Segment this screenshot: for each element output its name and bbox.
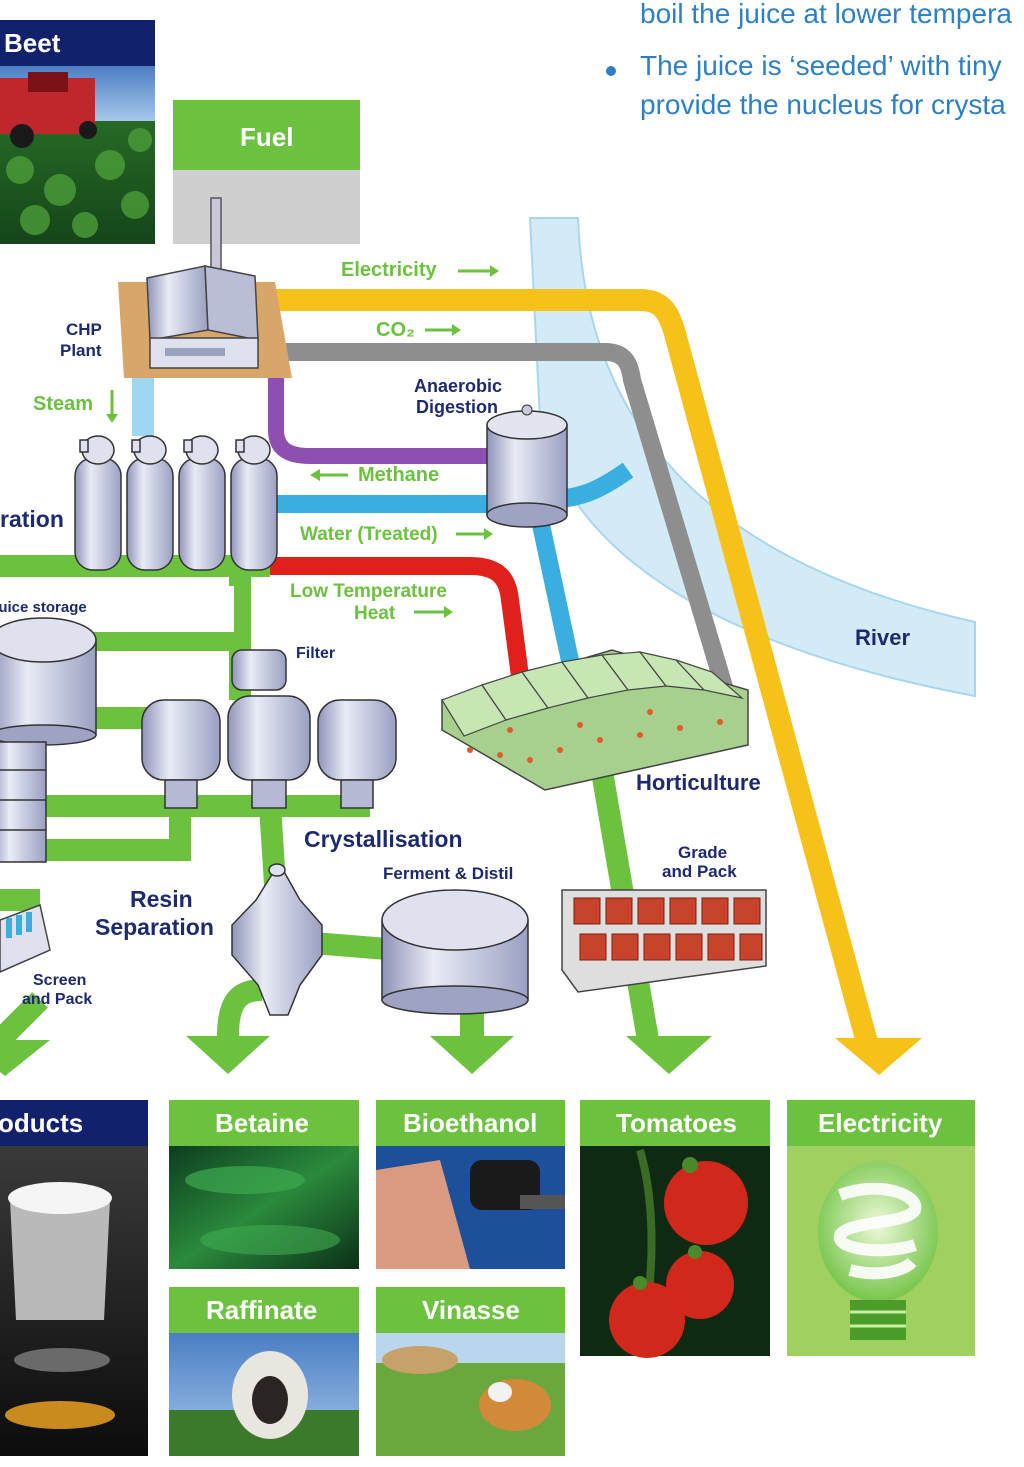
bioethanol-title: Bioethanol <box>403 1108 537 1138</box>
vinasse-title: Vinasse <box>422 1295 520 1325</box>
light-bulb-icon <box>818 1162 938 1340</box>
raffinate-header <box>169 1287 359 1333</box>
water-treated-label: Water (Treated) <box>300 524 438 545</box>
bioethanol-header <box>376 1100 565 1146</box>
tomato-crate <box>561 889 767 993</box>
horticulture-label: Horticulture <box>636 770 761 795</box>
methane-flow <box>268 378 500 464</box>
sugar-jug-icon <box>5 1182 115 1429</box>
chp-label-line2: Plant <box>60 341 102 360</box>
arrow-bioethanol <box>430 1036 514 1074</box>
heat-flow <box>270 557 529 678</box>
fuel-body <box>173 170 360 244</box>
products-header <box>0 1100 148 1146</box>
raffinate-title: Raffinate <box>206 1295 317 1325</box>
screen-pack-label-line1: Screen <box>33 972 86 989</box>
low-temp-label-line2: Heat <box>354 603 396 624</box>
tomato-icon <box>609 1161 748 1358</box>
resin-separator <box>231 863 323 1016</box>
screen-pack-label-line2: and Pack <box>22 991 92 1008</box>
methane-label-arrow <box>310 469 320 481</box>
anaerobic-label-line2: Digestion <box>416 397 498 417</box>
electricity-title: Electricity <box>818 1108 943 1138</box>
river-label: River <box>855 625 910 650</box>
intro-line-1: boil the juice at lower tempera <box>640 0 1012 29</box>
electricity-arrow <box>835 1038 922 1075</box>
arrow-tomatoes <box>626 1036 712 1074</box>
water-label-arrow <box>484 528 493 540</box>
filter-label: Filter <box>296 645 335 662</box>
beet-header <box>0 20 155 66</box>
resin-separation-label-line2: Separation <box>95 914 214 940</box>
evaporation-label: ration <box>0 506 64 532</box>
beet-title: Beet <box>4 28 61 58</box>
sheep-icon <box>232 1351 308 1439</box>
betaine-header <box>169 1100 359 1146</box>
anaerobic-label-line1: Anaerobic <box>414 376 502 396</box>
grade-pack-label-line2: and Pack <box>662 862 737 881</box>
tomatoes-title: Tomatoes <box>616 1108 737 1138</box>
juice-storage-tank <box>0 617 97 746</box>
co2-label: CO₂ <box>376 319 415 341</box>
ferment-distil-label: Ferment & Distil <box>383 864 513 883</box>
storage-silo <box>0 741 47 863</box>
products-title: oducts <box>0 1108 83 1138</box>
evaporator-tanks <box>74 435 278 571</box>
electricity-flow <box>262 289 879 1049</box>
tomatoes-header <box>580 1100 770 1146</box>
crystallisation-label: Crystallisation <box>304 826 463 852</box>
fuel-title: Fuel <box>240 122 293 152</box>
chp-label-line1: CHP <box>66 320 102 339</box>
steam-label: Steam <box>33 393 93 415</box>
arrow-products <box>0 1040 50 1076</box>
grade-pack-label-line1: Grade <box>678 843 727 862</box>
fuel-header <box>173 100 360 170</box>
greenhouse <box>441 649 749 791</box>
bullet-icon <box>606 66 616 76</box>
electricity-label: Electricity <box>341 259 437 281</box>
filter-tanks <box>141 649 397 809</box>
water-to-greenhouse <box>531 518 581 672</box>
heat-label-arrow <box>444 606 453 618</box>
intro-bullet-line-1: The juice is ‘seeded’ with tiny <box>640 50 1002 81</box>
low-temp-label-line1: Low Temperature <box>290 581 447 602</box>
digester-tank <box>486 404 568 528</box>
juice-storage-label: Juice storage <box>0 599 87 616</box>
resin-separation-label-line1: Resin <box>130 886 193 912</box>
arrow-betaine <box>186 1036 270 1074</box>
intro-bullet-line-2: provide the nucleus for crysta <box>640 89 1006 120</box>
betaine-title: Betaine <box>215 1108 309 1138</box>
co2-flow <box>275 343 737 703</box>
methane-label: Methane <box>358 464 439 486</box>
ferment-tank <box>381 889 529 1015</box>
screen-pack-machine <box>0 903 51 973</box>
cow-icon <box>382 1346 551 1431</box>
electricity-header <box>787 1100 975 1146</box>
vinasse-header <box>376 1287 565 1333</box>
